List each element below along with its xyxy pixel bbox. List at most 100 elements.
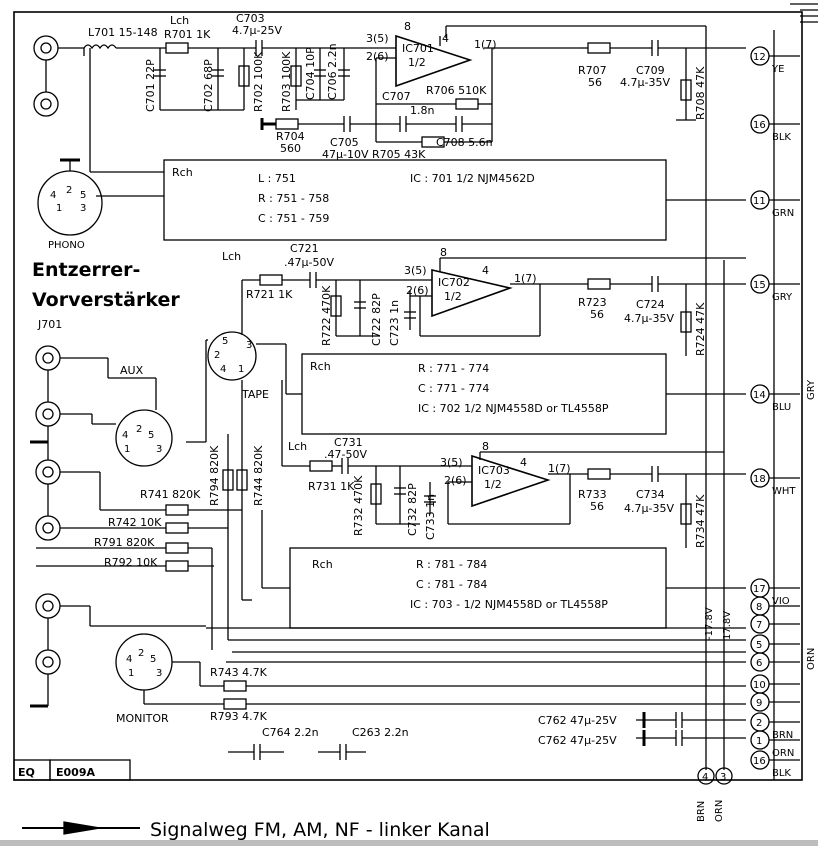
ic701-pin-inp: 3(5) xyxy=(366,32,389,45)
r734-label: R734 47K xyxy=(694,494,707,548)
board-code: EQ xyxy=(18,766,35,779)
title-line1: Entzerrer- xyxy=(32,259,140,281)
c724-label: C724 xyxy=(636,298,665,311)
r708-label: R708 47K xyxy=(694,66,707,120)
rca-jacks-phono xyxy=(33,35,84,117)
c724-value: 4.7µ-35V xyxy=(624,312,674,325)
ic701-pin8: 8 xyxy=(404,20,411,33)
connector-number-11: 10 xyxy=(753,680,766,691)
ic703-pin4: 4 xyxy=(520,456,527,469)
c709-value: 4.7µ-35V xyxy=(620,76,670,89)
r791-label: R791 820K xyxy=(94,536,155,549)
svg-text:2: 2 xyxy=(66,185,72,196)
box3-ic: IC : 703 - 1/2 NJM4558D or TL4558P xyxy=(410,598,608,611)
svg-text:5: 5 xyxy=(148,430,154,441)
connector-terminals: 12YE16BLK11GRN15GRY14BLU18WHT17VIO875610… xyxy=(750,46,800,779)
r743-label: R743 4.7K xyxy=(210,666,268,679)
rail-neg-label: -17.8V xyxy=(704,607,715,640)
r704-value: 560 xyxy=(280,142,301,155)
svg-text:2: 2 xyxy=(136,424,142,435)
r702-label: R702 100K xyxy=(252,51,265,112)
svg-text:1: 1 xyxy=(128,668,134,679)
side-label-gry: GRY xyxy=(806,379,817,400)
ic703-half: 1/2 xyxy=(484,478,502,491)
box1-c: C : 751 - 759 xyxy=(258,212,329,225)
board-id: E009A xyxy=(56,766,95,779)
signal-path-label: Signalweg FM, AM, NF - linker Kanal xyxy=(150,819,490,841)
connector-label-15: BLK xyxy=(772,768,791,779)
stage2-labels: Lch C721 .47µ-50V R721 1K IC702 1/2 3(5)… xyxy=(222,242,707,356)
c705-label: C705 xyxy=(330,136,359,149)
r794-label: R794 820K xyxy=(208,445,221,506)
svg-text:3: 3 xyxy=(156,668,162,679)
connector-number-9: 5 xyxy=(756,640,762,651)
ic701-pin-out: 1(7) xyxy=(474,38,497,51)
c701-label: C701 22P xyxy=(144,59,157,112)
bottom-orn-label: ORN xyxy=(714,800,725,822)
connector-label-1: BLK xyxy=(772,132,791,143)
ic701-name: IC701 xyxy=(402,42,434,55)
connector-label-2: GRN xyxy=(772,208,794,219)
signal-path-arrow-icon xyxy=(22,821,140,835)
r792-label: R792 10K xyxy=(104,556,158,569)
connector-number-1: 16 xyxy=(753,120,766,131)
connector-number-0: 12 xyxy=(753,52,766,63)
power-rails xyxy=(705,26,725,770)
box1-rch: Rch xyxy=(172,166,193,179)
ic702-pin-inn: 2(6) xyxy=(406,284,429,297)
aux-label: AUX xyxy=(120,364,144,377)
r731-label: R731 1K xyxy=(308,480,355,493)
box3-c: C : 781 - 784 xyxy=(416,578,487,591)
connector-label-5: WHT xyxy=(772,486,796,497)
connector-label-4: BLU xyxy=(772,402,791,413)
r707-value: 56 xyxy=(588,76,602,89)
connector-number-4: 14 xyxy=(753,390,766,401)
c708-label: C708 5.6n xyxy=(436,136,493,149)
svg-text:3: 3 xyxy=(80,203,86,214)
connector-label-3: GRY xyxy=(772,292,793,303)
connector-number-8: 7 xyxy=(756,620,762,631)
lch-label-3: Lch xyxy=(288,440,307,453)
right-bus xyxy=(773,3,818,780)
ic701-half: 1/2 xyxy=(408,56,426,69)
c731-value: .47-50V xyxy=(324,448,367,461)
c703-label: C703 xyxy=(236,12,265,25)
lch-label-2: Lch xyxy=(222,250,241,263)
ic703-name: IC703 xyxy=(478,464,510,477)
ic702-name: IC702 xyxy=(438,276,470,289)
bottom-caps xyxy=(228,712,746,760)
r706-label: R706 510K xyxy=(426,84,487,97)
ic702-pin8: 8 xyxy=(440,246,447,259)
r707-label: R707 xyxy=(578,64,607,77)
ic701-pin-inn: 2(6) xyxy=(366,50,389,63)
r722-label: R722 470K xyxy=(320,285,333,346)
ic701-opamp xyxy=(395,34,473,88)
c721-label: C721 xyxy=(290,242,319,255)
stage3-labels: Lch C731 .47-50V R731 1K IC703 1/2 3(5) … xyxy=(288,436,707,548)
r744-label: R744 820K xyxy=(252,445,265,506)
bottom-strip xyxy=(0,840,818,846)
ic702-pin4: 4 xyxy=(482,264,489,277)
r723-value: 56 xyxy=(590,308,604,321)
r733-label: R733 xyxy=(578,488,607,501)
box3-rch: Rch xyxy=(312,558,333,571)
connector-number-5: 18 xyxy=(753,474,766,485)
connector-number-13: 2 xyxy=(756,718,762,729)
lch-label-1: Lch xyxy=(170,14,189,27)
r701-label: R701 1K xyxy=(164,28,211,41)
c707-value: 1.8n xyxy=(410,104,434,117)
connector-number-12: 9 xyxy=(756,698,762,709)
c722-label: C722 82P xyxy=(370,293,383,346)
r721-label: R721 1K xyxy=(246,288,293,301)
box2-ic: IC : 702 1/2 NJM4558D or TL4558P xyxy=(418,402,609,415)
svg-text:1: 1 xyxy=(238,364,244,375)
connector-number-2: 11 xyxy=(753,196,766,207)
ic703-pin8: 8 xyxy=(482,440,489,453)
board-outline xyxy=(13,11,803,781)
l701-label: L701 15-148 xyxy=(88,26,158,39)
svg-text:4: 4 xyxy=(122,430,128,441)
r793-label: R793 4.7K xyxy=(210,710,268,723)
c707-label: C707 xyxy=(382,90,411,103)
